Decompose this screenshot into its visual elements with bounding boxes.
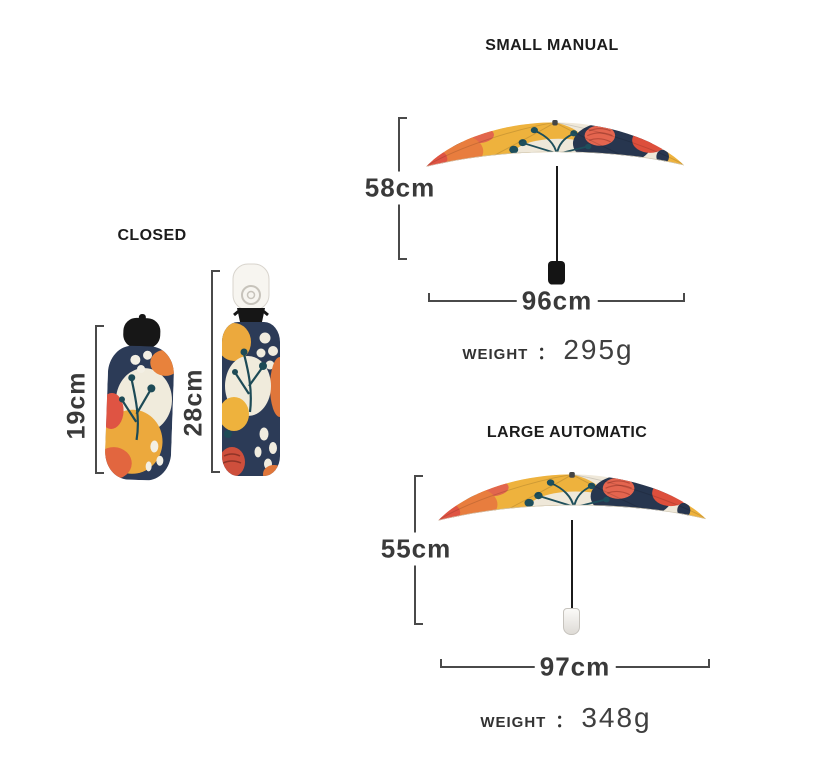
small-folded-umbrella-image xyxy=(104,314,175,482)
small-closed-height-label: 19cm xyxy=(62,371,91,440)
large-closed-height-label: 28cm xyxy=(179,368,208,437)
small-manual-umbrella-canopy-image xyxy=(424,120,686,170)
dimension-line xyxy=(211,270,213,473)
large-automatic-weight: WEIGHT ： 348g xyxy=(416,702,716,734)
dimension-line xyxy=(95,325,97,474)
dimension-tick xyxy=(708,659,710,667)
large-automatic-umbrella-canopy-image xyxy=(436,472,708,524)
small-manual-umbrella-shaft xyxy=(556,166,558,263)
dimension-tick xyxy=(95,325,104,327)
dimension-tick xyxy=(211,471,220,473)
dimension-tick xyxy=(414,623,423,625)
large-folded-umbrella-image xyxy=(222,263,280,476)
dimension-tick xyxy=(683,293,685,301)
large-automatic-width-label: 97cm xyxy=(534,650,616,684)
weight-value: 295g xyxy=(563,334,634,365)
dimension-tick xyxy=(414,475,423,477)
weight-label: WEIGHT xyxy=(480,714,547,731)
large-automatic-height-label: 55cm xyxy=(375,532,457,566)
large-automatic-umbrella-handle xyxy=(563,608,580,635)
small-manual-height-label: 58cm xyxy=(359,171,441,205)
large-automatic-title: LARGE AUTOMATIC xyxy=(486,424,648,441)
dimension-tick xyxy=(398,258,407,260)
weight-separator: ： xyxy=(555,712,573,731)
weight-separator: ： xyxy=(537,344,555,363)
weight-value: 348g xyxy=(581,702,652,733)
large-automatic-umbrella-shaft xyxy=(571,520,573,610)
weight-label: WEIGHT xyxy=(462,346,529,363)
dimension-tick xyxy=(440,659,442,667)
small-manual-width-label: 96cm xyxy=(516,284,598,318)
small-manual-weight: WEIGHT ： 295g xyxy=(398,334,698,366)
dimension-tick xyxy=(95,472,104,474)
dimension-tick xyxy=(398,117,407,119)
small-manual-title: SMALL MANUAL xyxy=(485,37,619,54)
dimension-tick xyxy=(428,293,430,301)
dimension-tick xyxy=(211,270,220,272)
closed-section-title: CLOSED xyxy=(117,227,187,244)
small-manual-umbrella-handle xyxy=(548,261,565,285)
